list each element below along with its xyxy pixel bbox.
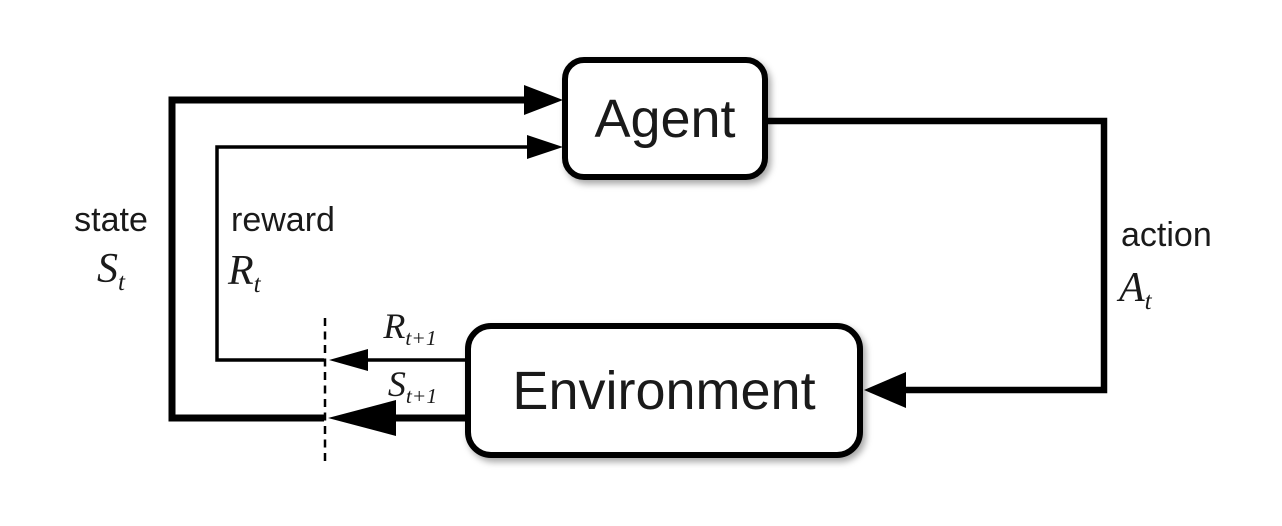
state-symbol-label: St (41, 245, 181, 297)
action-symbol-base: A (1119, 265, 1145, 311)
reward-symbol-subscript: t (253, 271, 261, 299)
next-reward-symbol-base: R (383, 306, 406, 346)
state-word-label: state (74, 201, 148, 239)
environment-box: Environment (465, 323, 863, 458)
reward-symbol-label: Rt (228, 247, 261, 299)
state-arrow-line (168, 96, 527, 422)
next-reward-arrowhead (329, 349, 368, 371)
action-word-label: action (1121, 216, 1212, 254)
next-state-symbol-label: St+1 (345, 363, 480, 408)
next-reward-symbol-subscript: t+1 (405, 325, 437, 350)
action-arrowhead-into-environment (864, 372, 906, 408)
state-symbol-subscript: t (118, 269, 125, 297)
next-state-symbol-subscript: t+1 (405, 383, 438, 408)
next-reward-symbol-label: Rt+1 (345, 305, 475, 350)
action-arrow-line (765, 117, 1108, 394)
reward-symbol-base: R (228, 248, 254, 294)
reward-word-label: reward (231, 201, 335, 239)
environment-box-label: Environment (512, 360, 816, 421)
reward-arrowhead-into-agent (527, 135, 563, 159)
agent-box: Agent (562, 57, 768, 180)
action-symbol-subscript: t (1144, 288, 1152, 316)
agent-box-label: Agent (594, 88, 736, 149)
reward-arrow-line (215, 145, 530, 362)
next-state-symbol-base: S (387, 364, 406, 404)
state-symbol-base: S (97, 246, 118, 292)
next-state-arrowhead (328, 400, 396, 436)
state-arrowhead-into-agent (524, 85, 563, 115)
action-symbol-label: At (1119, 264, 1152, 316)
